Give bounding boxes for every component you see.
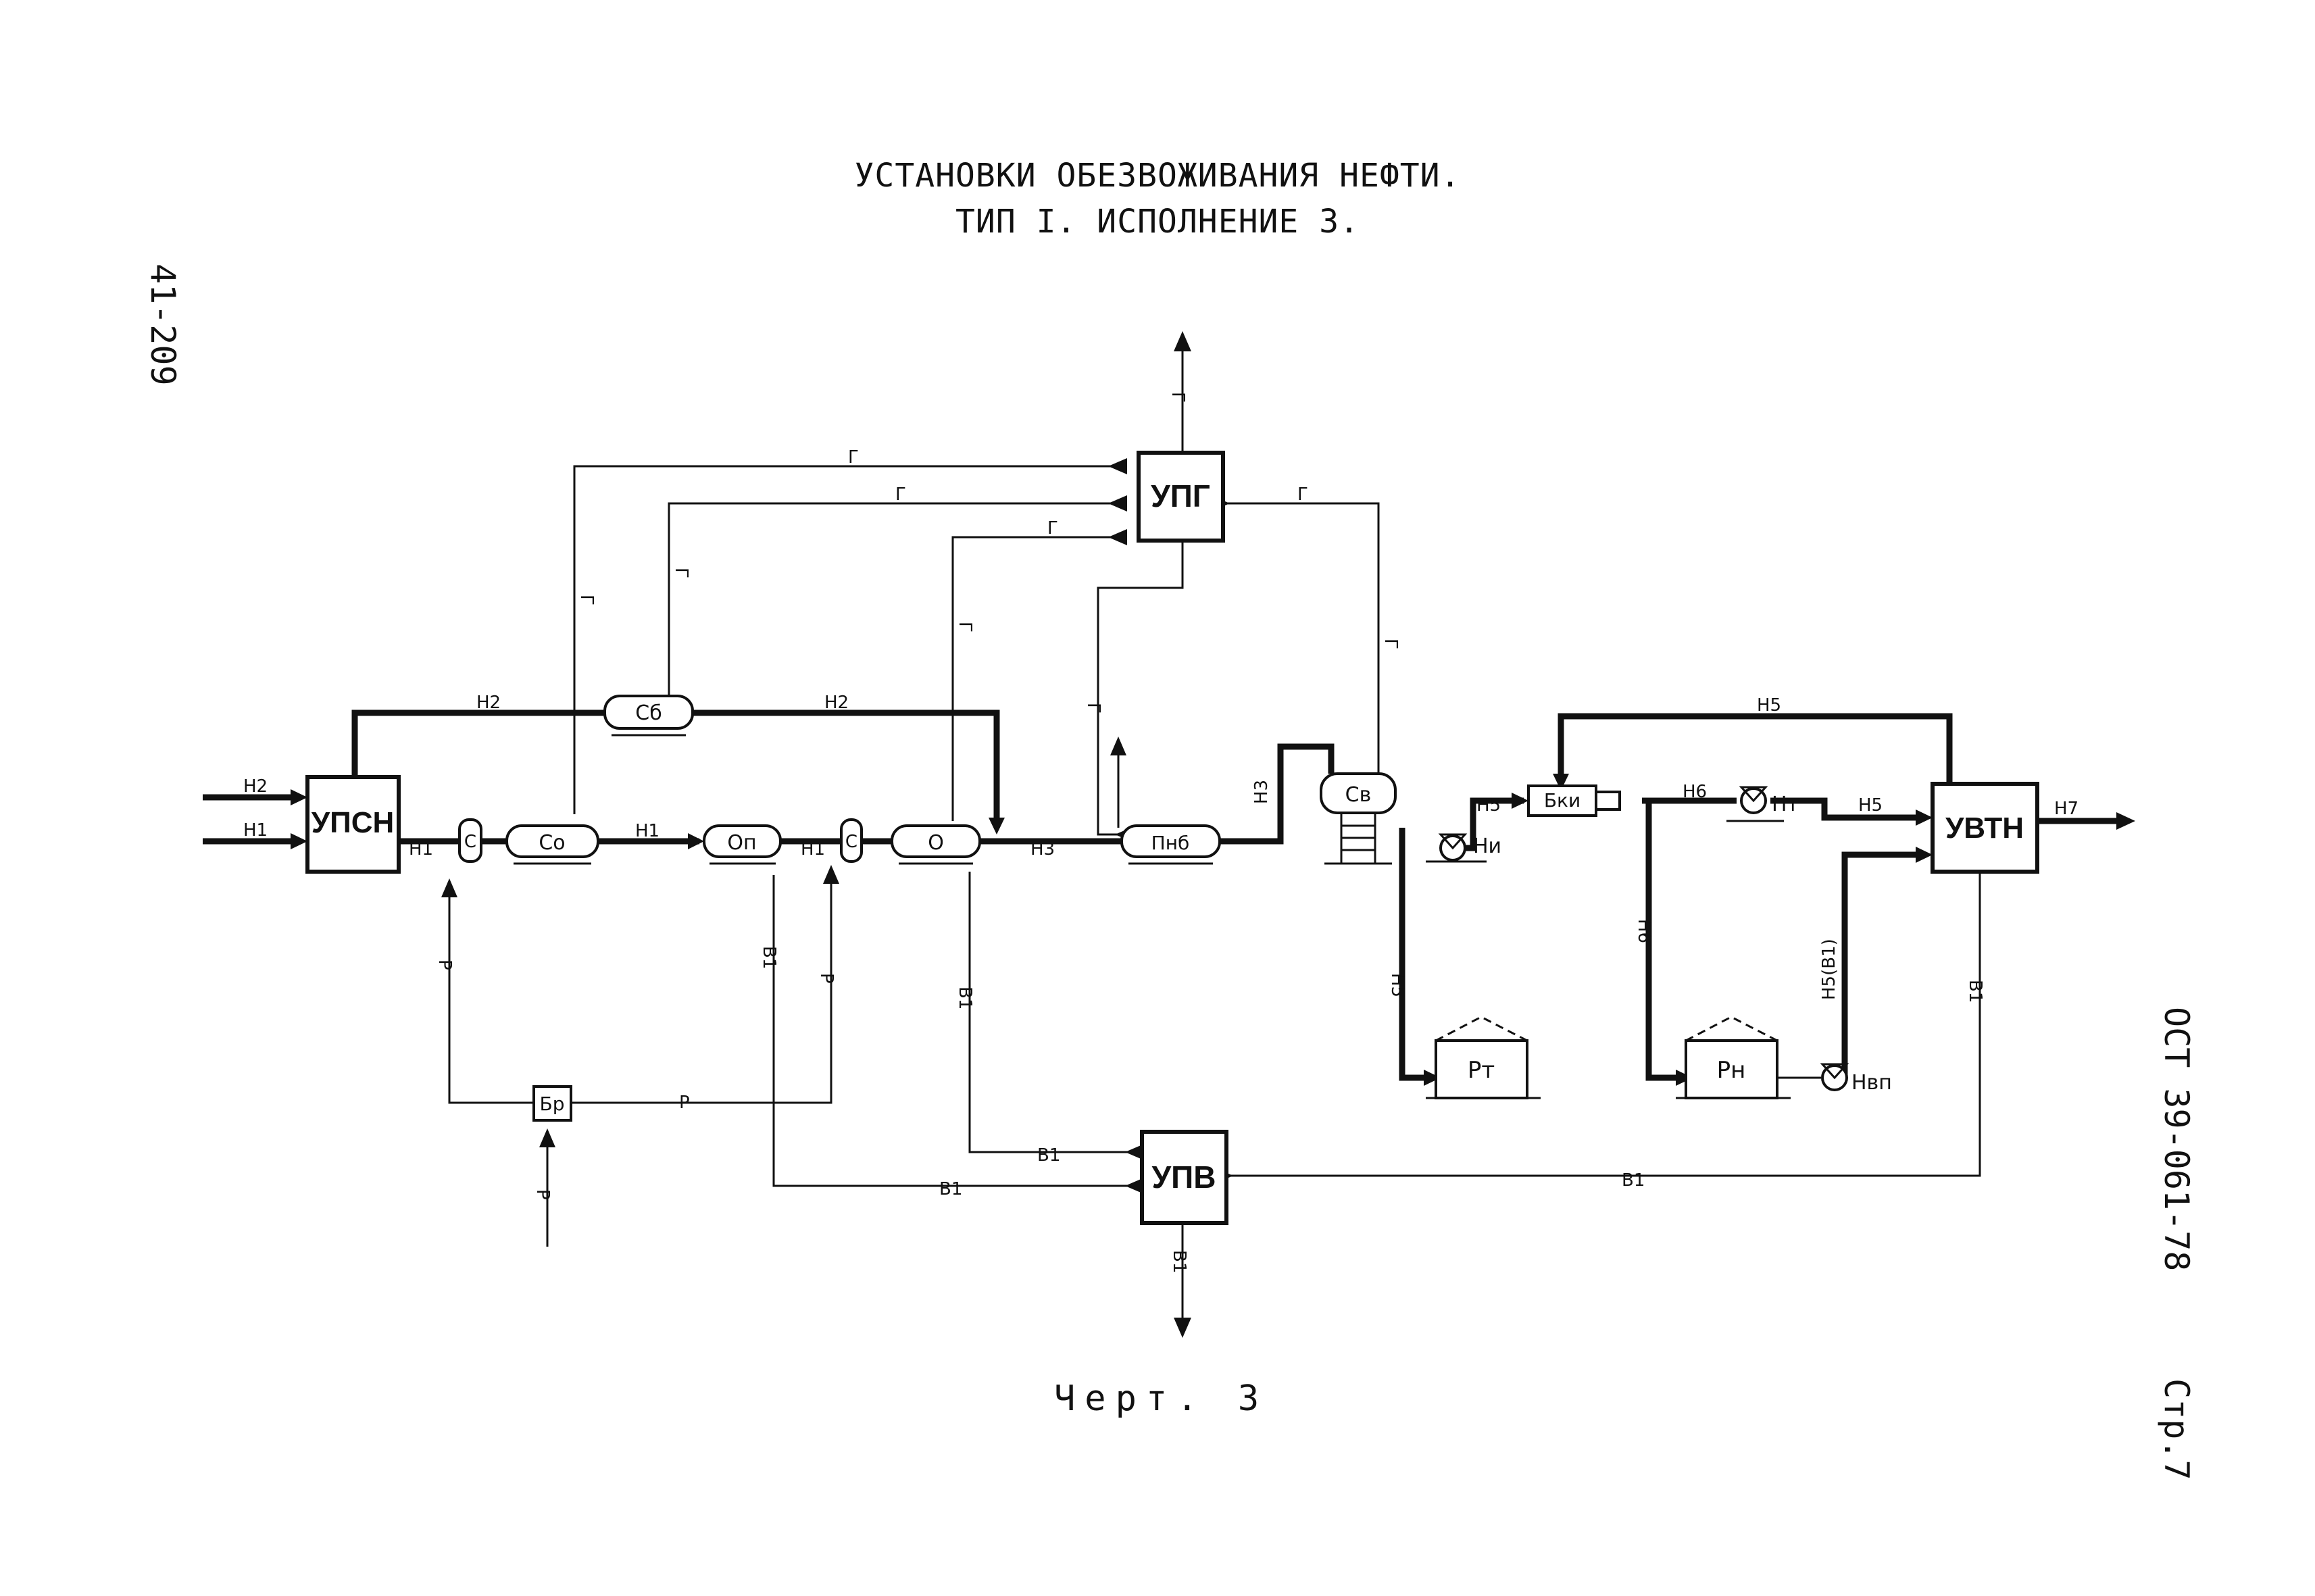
mixer-s-mid-label: С bbox=[845, 832, 857, 852]
stream-label-r-4: Р bbox=[532, 1189, 553, 1200]
stream-label-n5-sv: Н5 bbox=[1476, 795, 1501, 816]
stream-label-n3-up: Н3 bbox=[1251, 780, 1272, 804]
stream-label-n3: Н3 bbox=[1030, 839, 1055, 859]
gas-lines bbox=[573, 331, 1380, 843]
stream-label-g-3: Г bbox=[1047, 518, 1058, 539]
stream-label-n1-upsn: Н1 bbox=[409, 839, 433, 859]
unit-uvtn: УВТН bbox=[1931, 782, 2039, 874]
stream-label-n1-in: Н1 bbox=[243, 820, 268, 841]
stream-label-n5-top: Н5 bbox=[1757, 695, 1781, 716]
unit-upg: УПГ bbox=[1137, 451, 1225, 543]
stream-label-v1-uvtn: В1 bbox=[1965, 980, 1985, 1003]
tank-rn: Рн bbox=[1676, 1016, 1791, 1099]
unit-upv-label: УПВ bbox=[1152, 1159, 1216, 1195]
stream-label-n1-op: Н1 bbox=[801, 839, 825, 859]
stream-label-r-1: Р bbox=[434, 959, 455, 970]
mixer-s-left-label: С bbox=[464, 832, 476, 852]
stream-label-g-5: Г bbox=[1168, 392, 1188, 403]
pump-ni: Ни bbox=[1426, 833, 1501, 863]
stream-label-n6-down: Н6 bbox=[1634, 919, 1654, 943]
stream-label-g-6: Г bbox=[576, 595, 597, 605]
stream-label-g-9: Г bbox=[1083, 703, 1103, 714]
stream-label-n2-right: Н2 bbox=[824, 693, 849, 713]
pump-ni-label: Ни bbox=[1473, 834, 1501, 858]
stream-label-n6: Н6 bbox=[1683, 782, 1707, 802]
diagram-title-line2: ТИП I. ИСПОЛНЕНИЕ 3. bbox=[955, 203, 1360, 241]
stream-label-v1-out: В1 bbox=[1169, 1250, 1189, 1273]
separator-sv: Св bbox=[1320, 772, 1397, 865]
stream-label-g-2: Г bbox=[895, 484, 906, 505]
tank-rt: Рт bbox=[1426, 1016, 1541, 1099]
stream-label-n1-so: Н1 bbox=[635, 821, 659, 841]
tank-rt-label: Рт bbox=[1468, 1057, 1495, 1084]
reagent-block-br-label: Бр bbox=[540, 1093, 565, 1115]
stream-label-n5-b1: Н5(В1) bbox=[1819, 939, 1839, 1000]
stream-label-g-8: Г bbox=[955, 622, 975, 632]
pump-nt-label: Нт bbox=[1772, 793, 1799, 816]
stream-label-v1-upv-b: В1 bbox=[939, 1179, 962, 1199]
buffer-pnb: Пнб bbox=[1120, 824, 1221, 865]
stream-label-g-4: Г bbox=[1297, 484, 1308, 505]
unit-upsn: УПСН bbox=[305, 775, 401, 874]
pump-nt: Нт bbox=[1726, 786, 1799, 822]
stream-label-v1-return: В1 bbox=[1622, 1170, 1645, 1191]
stream-label-g-7: Г bbox=[671, 568, 691, 578]
buffer-pnb-label: Пнб bbox=[1151, 832, 1190, 854]
reagent-lines bbox=[441, 865, 839, 1247]
settler-o-label: О bbox=[928, 831, 944, 855]
stream-label-n2-left: Н2 bbox=[476, 693, 501, 713]
water-lines bbox=[772, 872, 1981, 1338]
unit-uvtn-label: УВТН bbox=[1945, 812, 2024, 845]
block-bki-label: Бки bbox=[1544, 789, 1580, 812]
settler-op: Оп bbox=[703, 824, 782, 865]
settler-op-label: Оп bbox=[727, 831, 756, 855]
pump-nvp-label: Нвп bbox=[1851, 1071, 1892, 1095]
stream-label-r-3: Р bbox=[816, 973, 837, 984]
unit-upg-label: УПГ bbox=[1151, 478, 1210, 514]
mixer-s-left: С bbox=[458, 818, 482, 863]
reagent-block-br: Бр bbox=[532, 1085, 572, 1122]
stream-label-v1-op: В1 bbox=[759, 946, 779, 969]
block-bki: Бки bbox=[1527, 784, 1621, 817]
stream-label-v1-o: В1 bbox=[955, 987, 975, 1009]
separator-sv-label: Св bbox=[1345, 783, 1372, 807]
pump-nvp: Нвп bbox=[1777, 1063, 1892, 1095]
separator-so: Со bbox=[505, 824, 599, 865]
separator-sb-label: Сб bbox=[635, 701, 662, 725]
diagram-title-line1: УСТАНОВКИ ОБЕЗВОЖИВАНИЯ НЕФТИ. bbox=[854, 157, 1461, 195]
stream-label-v1-upv-a: В1 bbox=[1037, 1145, 1060, 1166]
oil-lines bbox=[203, 709, 2135, 1086]
unit-upsn-label: УПСН bbox=[312, 806, 395, 839]
stream-label-n2-in: Н2 bbox=[243, 776, 268, 797]
tank-rn-label: Рн bbox=[1717, 1057, 1746, 1084]
stream-label-n5-uvtn: Н5 bbox=[1858, 795, 1883, 816]
separator-sb: Сб bbox=[603, 695, 694, 737]
mixer-s-mid: С bbox=[840, 818, 863, 863]
stream-labels: Н2 Н1 Н1 Н1 Н1 Н2 Н2 Н3 Н3 Н5 Н5 Н5 Н6 Н… bbox=[243, 392, 2078, 1273]
figure-caption: Черт. 3 bbox=[1054, 1378, 1269, 1419]
separator-so-label: Со bbox=[539, 831, 565, 855]
stream-label-g-1: Г bbox=[848, 447, 859, 468]
unit-upv: УПВ bbox=[1140, 1130, 1228, 1225]
stream-label-g-10: Г bbox=[1380, 639, 1401, 649]
stream-label-n5-down: Н5 bbox=[1387, 973, 1408, 997]
settler-o: О bbox=[891, 824, 981, 865]
stream-label-r-2: Р bbox=[679, 1093, 690, 1113]
stream-label-n7: Н7 bbox=[2054, 799, 2078, 819]
